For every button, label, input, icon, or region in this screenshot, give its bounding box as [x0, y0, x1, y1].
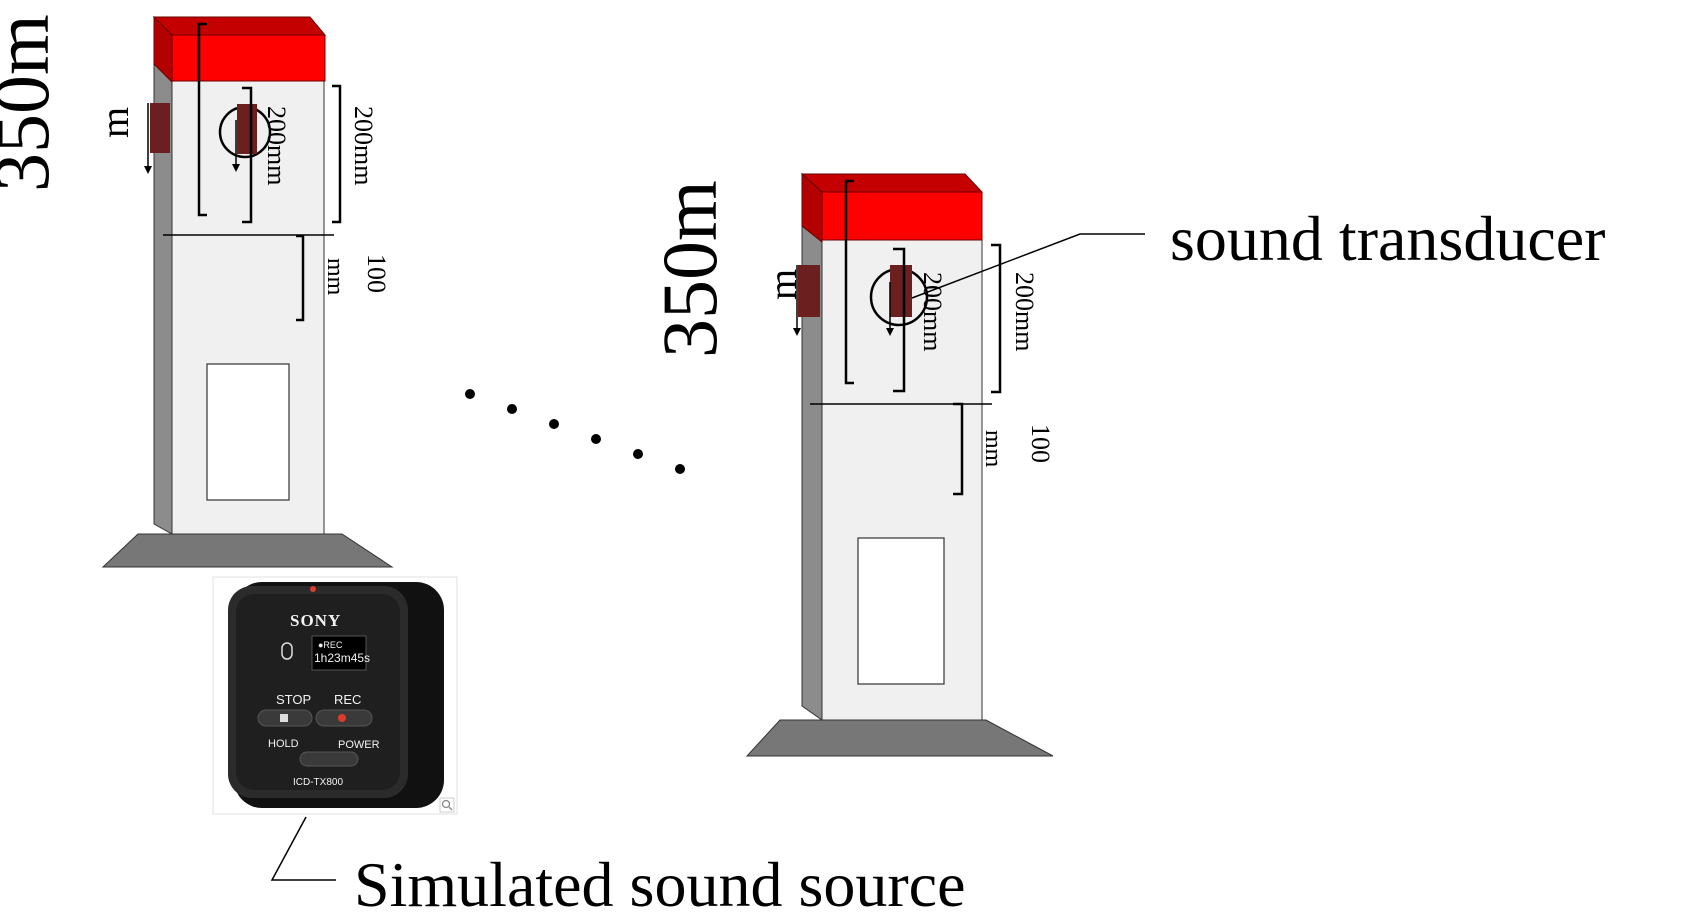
- pillar-right-side-transducer: [798, 265, 820, 317]
- dot: [549, 419, 559, 429]
- sound-transducer-label: sound transducer: [1170, 203, 1605, 274]
- pillar-right-dim-100-value: 100: [1026, 424, 1055, 463]
- pillar-left-cap-side: [153, 15, 173, 84]
- pillar-right-base: [745, 719, 1054, 757]
- pillar-right-side-arrowhead: [793, 328, 801, 336]
- pillar-right-window: [857, 537, 945, 685]
- pillar-left: 350m m 200mm 200mm mm 100: [0, 14, 394, 568]
- device-model: ICD-TX800: [293, 777, 343, 788]
- dot: [591, 434, 601, 444]
- pillar-left-cap-front: [171, 34, 326, 82]
- pillar-right-cap-top: [800, 173, 984, 193]
- pillar-left-bracket-outer-left: [197, 22, 207, 217]
- pillar-left-dim-100-unit: mm: [322, 258, 348, 296]
- dot: [633, 449, 643, 459]
- pillar-left-cap-top: [152, 16, 327, 36]
- device-mic-icon: [281, 642, 293, 660]
- device-rec-dot: [338, 714, 346, 722]
- dot: [507, 404, 517, 414]
- pillar-left-bracket-inner: [242, 86, 253, 224]
- pillar-right-cap-front: [821, 191, 983, 241]
- pillar-right-transducer: [890, 265, 912, 317]
- pillar-right-dim-100-unit: mm: [980, 430, 1006, 468]
- pillar-left-dim-200-outer: 200mm: [349, 106, 378, 185]
- device-power-label: POWER: [338, 739, 380, 751]
- device-led: [310, 586, 316, 592]
- pillar-left-mic-arrowhead: [232, 164, 240, 172]
- continuation-dots: [465, 389, 685, 474]
- pillar-left-side-arrowhead: [144, 166, 152, 174]
- pillar-right-bracket-inner: [893, 247, 906, 393]
- pillar-right-dim-200-outer: 200mm: [1010, 272, 1039, 351]
- pillar-left-bracket-outer-right: [332, 84, 342, 224]
- device-hold-label: HOLD: [268, 738, 299, 750]
- device-hold-switch: [299, 751, 359, 767]
- pillar-right-mic-arrowhead: [886, 328, 894, 336]
- pillar-left-dim-200-inner: 200mm: [262, 106, 291, 185]
- recorder-device: SONY ●REC 1h23m45s STOP REC HOLD POWER I…: [212, 576, 458, 881]
- device-rec-label: REC: [334, 692, 361, 707]
- source-leader-line: [270, 816, 336, 881]
- transducer-leader-line: [911, 233, 1145, 299]
- device-stop-square: [280, 714, 288, 722]
- simulated-source-label: Simulated sound source: [354, 849, 965, 920]
- pillar-right: 350m m 200mm 200mm mm 100: [646, 172, 1145, 757]
- pillar-left-bracket-100: [296, 234, 305, 322]
- device-display: [311, 635, 367, 671]
- pillar-right-dim-200-inner: 200mm: [918, 272, 947, 351]
- pillar-right-bracket-100: [953, 402, 964, 496]
- pillar-right-cap-side: [801, 172, 823, 244]
- pillar-left-height-label: 350m: [0, 14, 65, 192]
- pillar-left-side-transducer: [150, 103, 170, 153]
- pillar-left-side-unit: m: [92, 107, 137, 138]
- dot: [465, 389, 475, 399]
- device-display-time: 1h23m45s: [314, 651, 370, 665]
- pillar-left-transducer: [237, 104, 257, 154]
- pillar-left-dim-100-value: 100: [362, 254, 391, 293]
- zoom-icon: [439, 797, 455, 813]
- pillar-right-side-unit: m: [760, 269, 805, 300]
- pillar-right-bracket-outer-right: [991, 243, 1002, 394]
- pillar-left-window: [206, 363, 290, 501]
- device-brand: SONY: [290, 611, 341, 630]
- device-stop-label: STOP: [276, 692, 311, 707]
- pillar-left-base: [101, 533, 394, 568]
- dot: [675, 464, 685, 474]
- device-display-rec: ●REC: [318, 640, 343, 650]
- pillar-right-bracket-outer-left: [844, 179, 854, 385]
- pillar-right-height-label: 350m: [646, 180, 733, 358]
